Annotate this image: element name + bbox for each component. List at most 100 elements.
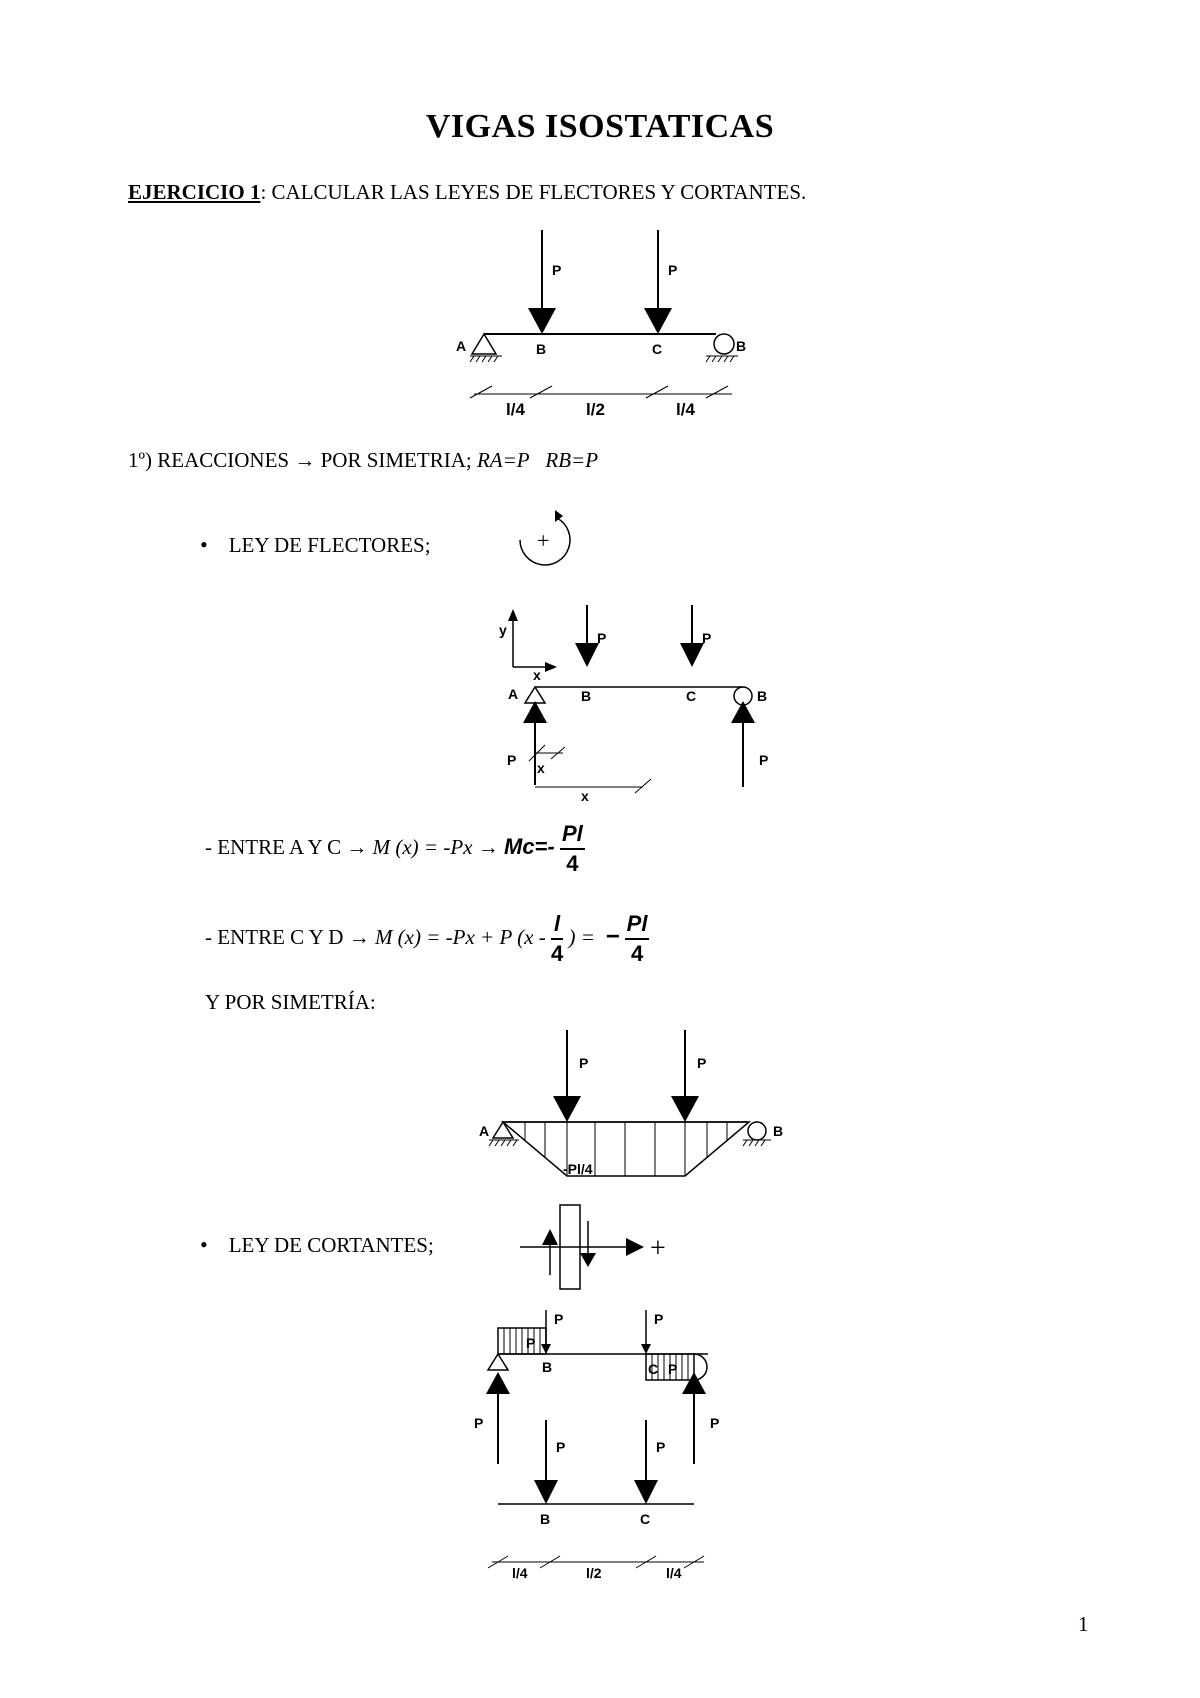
eq1-fraction: Pl 4 (560, 820, 585, 878)
dim-quarter-1: l/4 (506, 400, 525, 419)
eq1-mc: Mc= (504, 833, 548, 859)
axis-label-y: y (499, 622, 507, 638)
ground-hatch-a (469, 355, 502, 363)
shear-sign-icon: + (520, 1204, 666, 1290)
moment-sign-icon: + (519, 510, 571, 566)
node-label-b-end: B (757, 688, 767, 704)
exercise-text: : CALCULAR LAS LEYES DE FLECTORES Y CORT… (260, 180, 807, 204)
eq2-expression-b: ) = (568, 924, 595, 949)
reaction-label-b: P (710, 1415, 719, 1431)
node-label-c: C (686, 688, 696, 704)
eq2-fraction-1: l 4 (550, 910, 564, 968)
load-head-c (680, 643, 704, 667)
moment-sign: + (537, 528, 549, 553)
arrow-icon: → (346, 834, 368, 859)
reaction-ra: RA=P (476, 448, 530, 472)
reactions-line: 1º) REACCIONES → POR SIMETRIA; RA=P RB=P (128, 448, 598, 473)
exercise-heading: EJERCICIO 1: CALCULAR LAS LEYES DE FLECT… (128, 180, 806, 205)
node-label-a: A (456, 338, 466, 354)
eq2-prefix: - ENTRE C Y D (205, 924, 344, 949)
load-label-p1: P (552, 262, 561, 278)
shear-label: LEY DE CORTANTES; (228, 1233, 434, 1257)
reactions-middle: POR SIMETRIA; (320, 448, 472, 472)
reaction-label-a: P (507, 752, 516, 768)
dist-label-x1: x (537, 760, 545, 776)
eq2-numerator-1: l (550, 910, 564, 940)
bullet-icon: • (200, 1232, 208, 1257)
load-head-b (553, 1096, 581, 1122)
lower-load-head-b (534, 1480, 558, 1504)
reactions-prefix: 1º) REACCIONES (128, 448, 290, 472)
bending-moment-diagram: P P A B -Pl/4 (479, 1030, 783, 1177)
eq2-expression-a: M (x) = -Px + P (x - (374, 924, 546, 949)
roller-support-b (693, 1353, 708, 1381)
free-body-diagram: y x P P A B C B P P x x (499, 605, 768, 804)
equation-a-c: - ENTRE A Y C → M (x) = -Px → Mc=- Pl 4 (205, 820, 585, 878)
node-label-b-end: B (773, 1123, 783, 1139)
shear-sign: + (650, 1233, 666, 1264)
lower-node-label-b: B (540, 1511, 550, 1527)
page-number: 1 (1078, 1612, 1089, 1636)
load-label-p2: P (668, 262, 677, 278)
arrow-icon: → (348, 924, 370, 949)
node-label-c: C (652, 341, 662, 357)
load-label-p2: P (702, 630, 711, 646)
shear-diagram: P P P P B C P P P P B C l/4 l/2 l/4 (474, 1310, 719, 1581)
dim-half: l/2 (586, 400, 605, 419)
eq1-expression: M (x) = -Px (372, 834, 473, 859)
load-head-c (671, 1096, 699, 1122)
bullet-icon: • (200, 532, 208, 557)
eq1-denominator: 4 (566, 851, 579, 876)
reaction-head-b (731, 701, 755, 723)
roller-support-b (713, 333, 735, 355)
eq2-minus: − (605, 922, 620, 950)
lower-load-label-p1: P (556, 1439, 565, 1455)
dim-quarter-1: l/4 (512, 1565, 528, 1581)
node-label-c: C (648, 1361, 658, 1377)
inner-label-p1: P (526, 1335, 535, 1351)
inner-label-p2: P (668, 1361, 677, 1377)
dim-quarter-2: l/4 (666, 1565, 682, 1581)
direction-arrow-icon (626, 1238, 644, 1256)
reaction-head-a (523, 701, 547, 723)
eq1-prefix: - ENTRE A Y C (205, 834, 342, 859)
reaction-head-a (486, 1372, 510, 1394)
x-axis-arrow-icon (545, 662, 557, 672)
roller-support-b (747, 1121, 767, 1141)
reaction-label-b: P (759, 752, 768, 768)
load-head-b (528, 308, 556, 334)
pin-support-a (470, 332, 498, 355)
dim-quarter-2: l/4 (676, 400, 695, 419)
load-label-p1: P (579, 1055, 588, 1071)
node-label-b: B (536, 341, 546, 357)
bending-heading: • LEY DE FLECTORES; (200, 532, 431, 558)
beam-diagram-1: P P A B C B l/4 l/2 l/4 (456, 230, 746, 419)
bending-label: LEY DE FLECTORES; (228, 533, 431, 557)
load-head-c (641, 1344, 651, 1354)
reaction-head-b (682, 1372, 706, 1394)
arrow-icon: → (477, 834, 499, 859)
node-label-b: B (581, 688, 591, 704)
page-title: VIGAS ISOSTATICAS (425, 108, 775, 145)
y-axis-arrow-icon (508, 609, 518, 621)
axis-label-x: x (533, 667, 541, 683)
lower-load-head-c (634, 1480, 658, 1504)
lower-node-label-c: C (640, 1511, 650, 1527)
load-label-p1: P (554, 1311, 563, 1327)
shear-down-arrow-icon (580, 1253, 596, 1267)
dim-half: l/2 (586, 1565, 602, 1581)
load-head-b (541, 1344, 551, 1354)
reaction-rb: RB=P (545, 448, 599, 472)
eq2-denominator-2: 4 (630, 941, 644, 966)
exercise-label: EJERCICIO 1 (128, 180, 261, 204)
node-label-a: A (508, 686, 518, 702)
eq1-numerator: Pl (560, 820, 585, 850)
pin-support-a (486, 1352, 510, 1371)
eq2-denominator-1: 4 (550, 941, 564, 966)
eq2-numerator-2: Pl (624, 910, 650, 940)
load-label-p1: P (597, 630, 606, 646)
moment-value-label: -Pl/4 (563, 1161, 593, 1177)
arrow-icon: → (294, 448, 316, 472)
reaction-label-a: P (474, 1415, 483, 1431)
eq1-minus: - (547, 833, 555, 859)
